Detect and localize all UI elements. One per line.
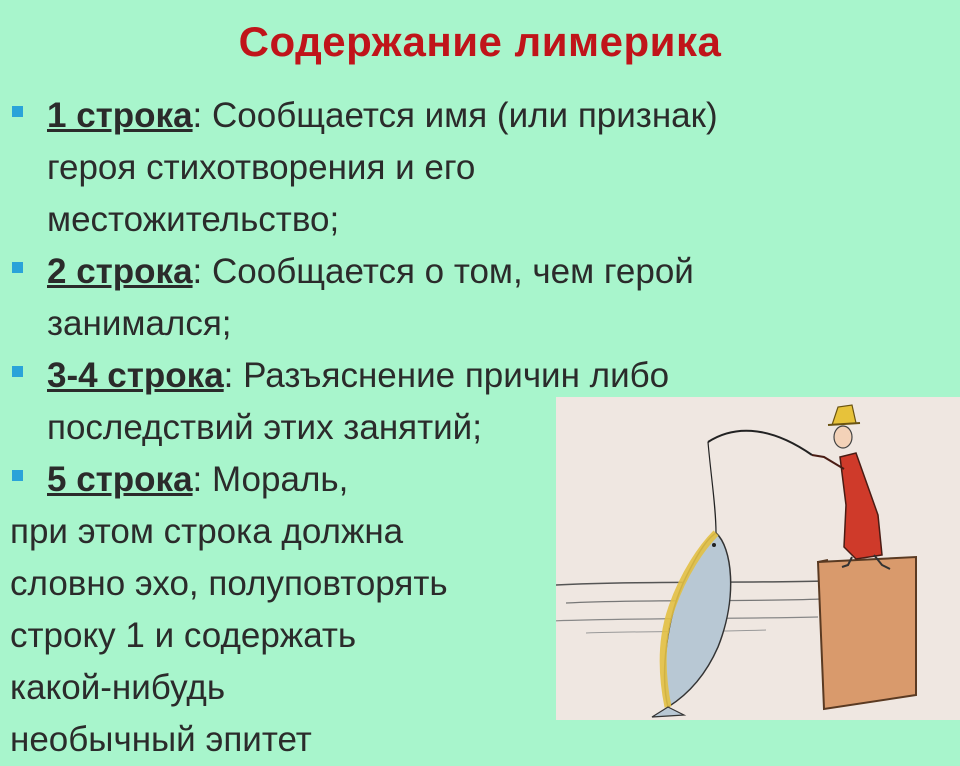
bullet-continuation: последствий этих занятий; (47, 408, 482, 447)
tail-line: строку 1 и содержать (10, 616, 357, 655)
bullet-text: : Мораль, (192, 460, 349, 499)
bullet-item-3: 3-4 строка: Разъяснение причин либо посл… (0, 350, 960, 454)
fisherman-illustration (556, 397, 960, 720)
tail-line: при этом строка должна (10, 512, 404, 551)
bullet-text: : Разъяснение причин либо (223, 356, 670, 395)
tail-line: какой-нибудь (10, 668, 226, 707)
tail-line: необычный эпитет (10, 720, 312, 759)
bullet-item-1: 1 строка: Сообщается имя (или признак) г… (0, 90, 960, 246)
bullet-continuation: местожительство; (47, 200, 340, 239)
page-title: Содержание лимерика (238, 18, 722, 65)
bullet-label: 2 строка (47, 252, 193, 291)
bullet-text: : Сообщается о том, чем герой (192, 252, 694, 291)
bullet-label: 5 строка (47, 460, 193, 499)
fisherman-drawing (556, 404, 917, 718)
tail-line: словно эхо, полуповторять (10, 564, 448, 603)
bullet-text: : Сообщается имя (или признак) (192, 96, 718, 135)
bullet-item-2: 2 строка: Сообщается о том, чем герой за… (0, 246, 960, 350)
bullet-label: 3-4 строка (47, 356, 224, 395)
bullet-continuation: героя стихотворения и его (47, 148, 476, 187)
bullet-continuation: занимался; (47, 304, 232, 343)
bullet-item-4: 5 строка: Мораль, (0, 454, 960, 506)
bullet-label: 1 строка (47, 96, 193, 135)
